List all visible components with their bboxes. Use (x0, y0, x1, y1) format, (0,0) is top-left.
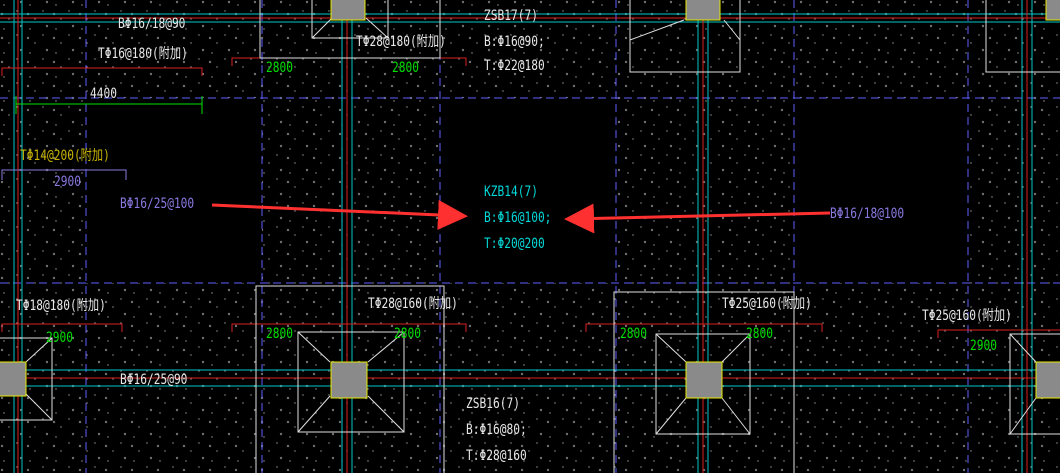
arrow-right (564, 203, 831, 234)
label-low-right-top-bar: TΦ25@160(附加) (722, 296, 812, 312)
label-zsb16-bottom: B:Φ16@80; (466, 422, 527, 438)
panel-top-3 (985, 0, 1060, 73)
label-low-bottom-bar: BΦ16/25@90 (120, 372, 188, 388)
annotation-arrows (211, 199, 831, 234)
column-top-1[interactable] (330, 0, 366, 21)
label-zsb16-top: T:Φ28@160 (466, 448, 527, 464)
hatch-top-band (0, 0, 1060, 98)
label-kzb14-bottom: B:Φ16@100; (484, 210, 552, 226)
column-low-left[interactable] (0, 361, 27, 397)
label-dim-top-mid-right: 2800 (392, 60, 419, 76)
column-top-3[interactable] (1045, 0, 1060, 21)
panel-low-left (0, 337, 53, 421)
label-dim-far-right-2900: 2900 (970, 338, 997, 354)
panel-far-right-diag (1009, 333, 1037, 435)
panel-low-mid-diag (297, 331, 405, 433)
bar-left-extra (1, 169, 127, 180)
dimension-lines (1, 96, 203, 180)
panel-low-right-outer (613, 291, 795, 473)
bar-top-left (1, 67, 203, 76)
panel-low-right-diag (655, 333, 751, 435)
label-kzb14-name: KZB14(7) (484, 184, 538, 200)
columns (0, 0, 1060, 399)
label-zsb17-top: T:Φ22@180 (484, 58, 545, 74)
panel-top-2 (629, 0, 741, 73)
label-left-bottom-bar: BΦ16/25@100 (120, 196, 195, 212)
label-low-mid-top-bar: TΦ28@160(附加) (368, 296, 458, 312)
panel-low-mid (297, 331, 405, 433)
panel-low-right (655, 333, 751, 435)
column-top-2[interactable] (685, 0, 721, 21)
label-dim-4400: 4400 (90, 86, 117, 102)
label-top-left-top-bar: TΦ16@180(附加) (98, 46, 188, 62)
hatch-col-strip-1 (262, 98, 440, 283)
panel-low-left-diag (0, 337, 53, 421)
bar-far-right (937, 329, 1060, 338)
label-zsb17-bottom: B:Φ16@90; (484, 34, 545, 50)
column-low-right[interactable] (685, 361, 723, 399)
label-top-mid-top-bar: TΦ28@180(附加) (356, 34, 446, 50)
bar-low-left (1, 323, 123, 332)
label-dim-low-left-2900: 2900 (46, 330, 73, 346)
arrow-left (211, 199, 468, 230)
label-dim-low-right-right: 2800 (746, 326, 773, 342)
label-dim-left-2900: 2900 (54, 174, 81, 190)
label-dim-low-mid-right: 2800 (394, 326, 421, 342)
label-dim-low-right-left: 2800 (620, 326, 647, 342)
hatch-right-strip (968, 98, 1060, 283)
panel-top-1-outer (259, 0, 441, 59)
label-left-extra-top: TΦ14@200(附加) (20, 148, 110, 164)
column-far-right[interactable] (1035, 361, 1060, 399)
label-kzb14-top: T:Φ20@200 (484, 236, 545, 252)
panel-far-right (1009, 333, 1060, 435)
label-top-left-bottom-bar: BΦ16/18@90 (118, 16, 186, 32)
hatch-col-strip-2 (616, 98, 794, 283)
panel-low-mid-outer (255, 285, 445, 473)
bar-low-mid (231, 323, 467, 332)
panel-top-1-diag (311, 17, 389, 39)
label-zsb17-name: ZSB17(7) (484, 8, 538, 24)
hatch-left-strip (0, 98, 86, 283)
dim-4400-line (15, 96, 203, 114)
label-zsb16-name: ZSB16(7) (466, 396, 520, 412)
label-dim-top-mid-left: 2800 (266, 60, 293, 76)
panel-top-1 (311, 0, 389, 39)
label-dim-low-mid-left: 2800 (266, 326, 293, 342)
label-far-right-top-bar: TΦ25@160(附加) (922, 308, 1012, 324)
panel-top-2-diag (629, 19, 741, 41)
label-right-bottom-bar: BΦ16/18@100 (830, 206, 905, 222)
column-low-mid[interactable] (330, 361, 368, 399)
label-low-left-top-bar: TΦ18@180(附加) (16, 298, 106, 314)
bar-low-right (585, 323, 823, 332)
